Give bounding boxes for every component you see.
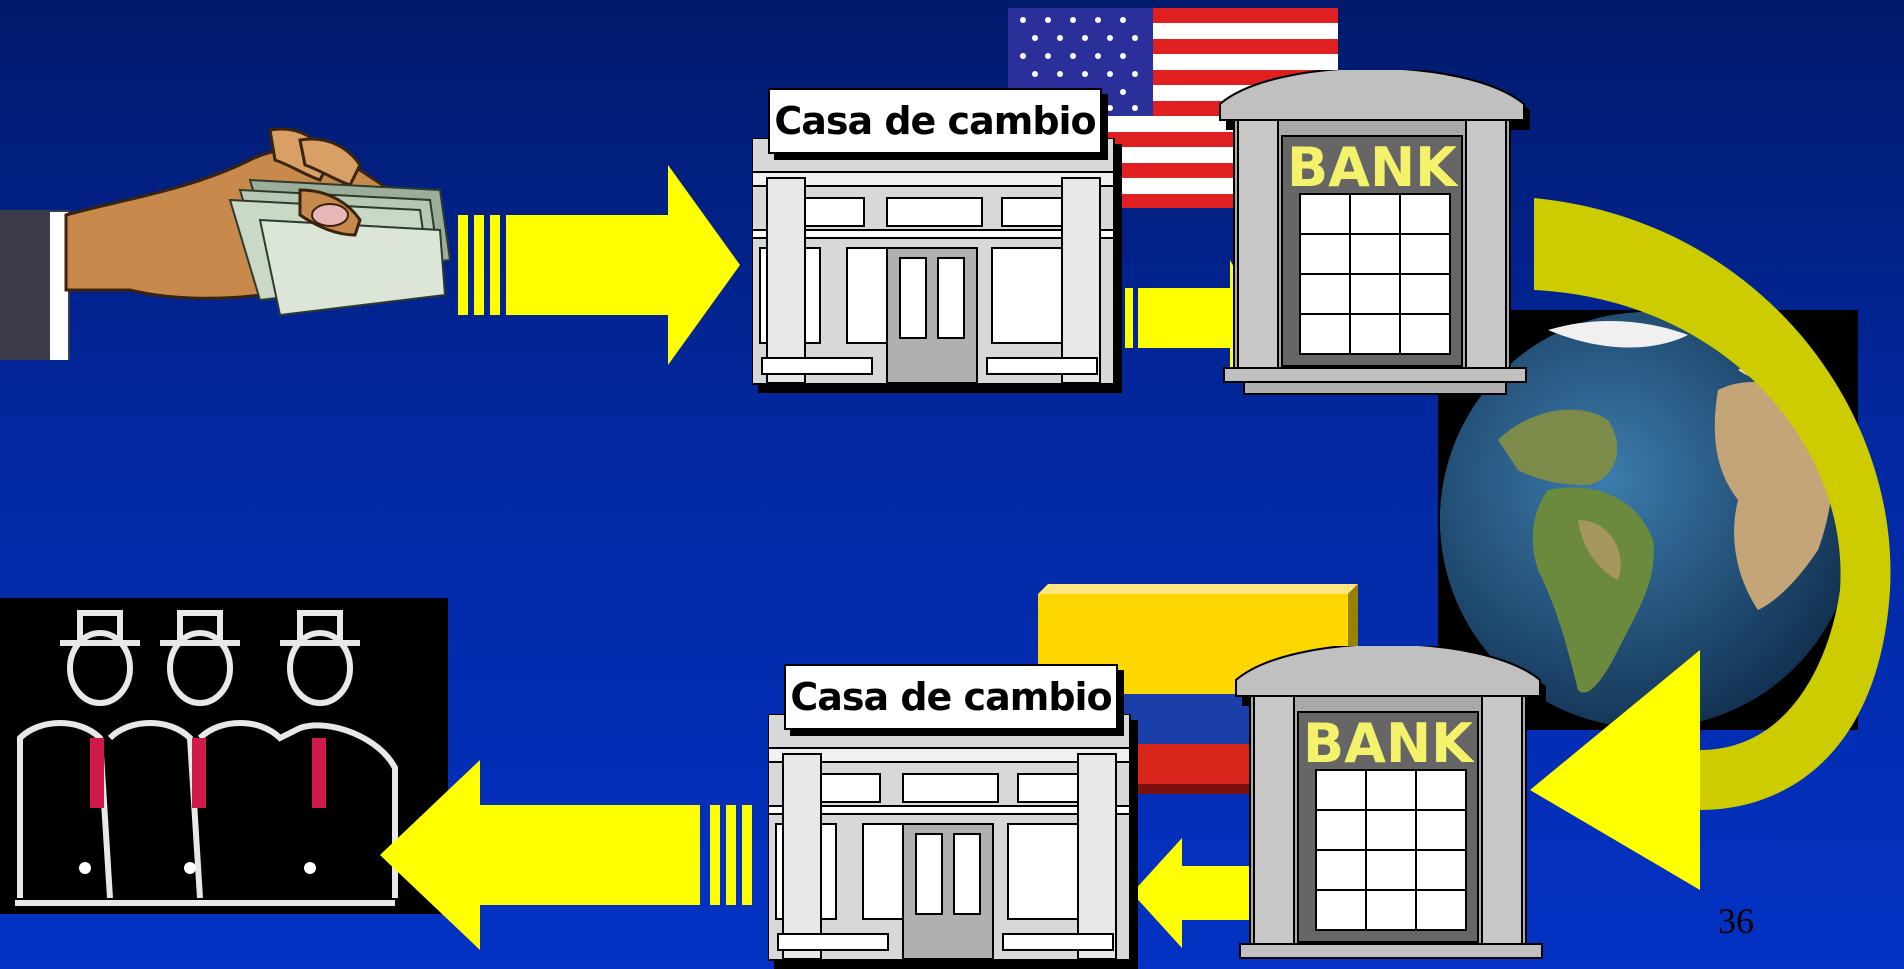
curved-arrow <box>1530 198 1891 890</box>
arrow-hand-to-exchange <box>458 165 740 365</box>
svg-text:BANK: BANK <box>1287 136 1459 196</box>
exchange-label-bottom: Casa de cambio <box>784 664 1118 730</box>
arrow-bank-to-exchange <box>1132 838 1272 948</box>
globe-icon <box>1438 310 1858 730</box>
bank-label-bottom: BANK <box>1303 712 1475 772</box>
bank-building-icon <box>1235 646 1546 959</box>
storefront-icon <box>752 138 1122 393</box>
exchange-label-top: Casa de cambio <box>768 88 1102 154</box>
page-number: 36 <box>1718 901 1754 941</box>
svg-text:BANK: BANK <box>1303 712 1475 772</box>
bank-building-icon <box>1219 70 1530 395</box>
storefront-icon <box>768 714 1138 969</box>
hand-with-money-icon <box>0 127 452 360</box>
arrow-exchange-to-gangsters <box>380 760 752 950</box>
gangsters-icon <box>0 598 448 914</box>
bank-label-top: BANK <box>1287 136 1459 196</box>
